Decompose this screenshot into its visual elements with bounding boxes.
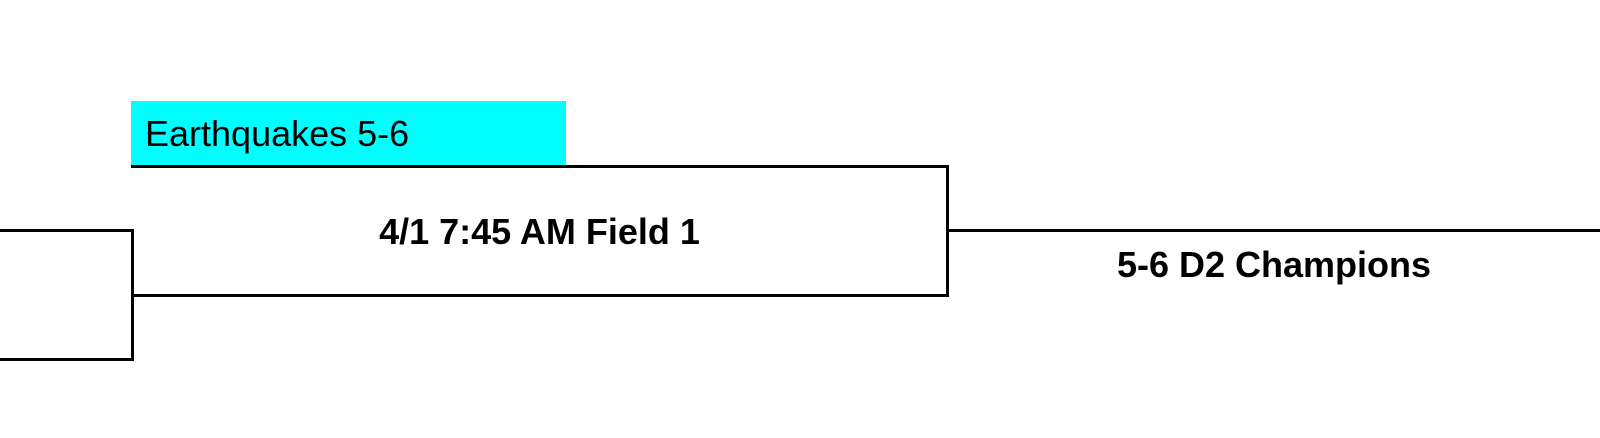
prior-connector-top-line bbox=[0, 229, 134, 232]
match-info: 4/1 7:45 AM Field 1 bbox=[379, 211, 700, 252]
champion-line bbox=[946, 229, 1600, 232]
team-slot-earthquakes: Earthquakes 5-6 bbox=[131, 101, 566, 166]
match-top-line bbox=[131, 165, 949, 168]
prior-connector-bottom-line bbox=[0, 358, 134, 361]
team-name: Earthquakes 5-6 bbox=[145, 112, 410, 154]
champion-label: 5-6 D2 Champions bbox=[1116, 244, 1432, 285]
match-bottom-line bbox=[131, 294, 949, 297]
